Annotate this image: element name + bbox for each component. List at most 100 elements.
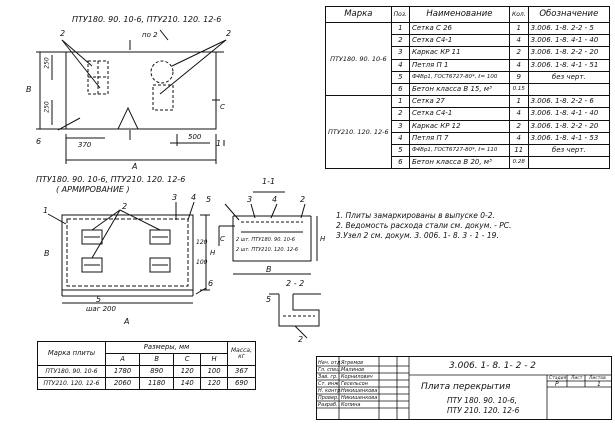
tb-sheets-label: Листов [589,376,606,381]
notes: 1. Плиты замаркированы в выпуске 0-2. 2.… [336,211,511,241]
spec-row: ПТУ210. 120. 12-6 1 Сетка 27 1 3.006. 1-… [325,95,611,170]
spec-header-name: Наименование [408,6,510,23]
section-11-note-2: 2 шт. ПТУ210. 120. 12-6 [236,247,299,253]
spec-cell: 4 [508,107,529,121]
spec-cell: 0.15 [508,82,529,97]
spec-row: 2 Сетка С4-1 4 3.006. 1-8. 4-1 - 40 [326,107,611,121]
tb-name-1: Ягремов [341,360,364,366]
tb-document-code: 3.006. 1- 8. 1- 2 - 2 [449,361,537,371]
reinf-callout-4: 4 [191,193,197,202]
tb-mark-2: ПТУ 210. 120. 12-6 [447,406,520,415]
section-22-title: 2 - 2 [286,279,305,288]
section-22-callout-5: 5 [266,295,272,304]
plan-dim-c: С [220,103,225,111]
tb-role-3: Зав. гр. [318,374,338,380]
plan-callout-2b: 2 [226,29,232,38]
plan-dim-a: А [132,162,138,171]
plan-dim-250-bottom: 250 [43,101,51,113]
plan-callout-6: 6 [36,137,42,146]
dims-header-mark: Марка плиты [37,341,106,366]
section-11-callout-4: 4 [272,195,278,204]
spec-cell: без черт. [527,70,611,84]
spec-cell: Бетон класса В 15, м³ [408,82,510,97]
dims-cell: 890 [139,365,175,378]
spec-group-mark: ПТУ210. 120. 12-6 [325,95,392,170]
dimensions-table: Марка плиты Размеры, мм Масса, кг А В С … [37,341,256,390]
spec-header-pos: Поз. [390,6,410,23]
spec-cell: Сетка С 26 [408,21,510,36]
note-2: 2. Ведомость расхода стали см. докум. - … [336,221,512,230]
tb-role-5: Н. контр. [318,388,342,394]
spec-cell: 3.006. 1-8. 4-1 - 51 [527,58,611,72]
tb-sheet-label: Лист [571,376,583,381]
spec-cell: Бетон класса В 20, м³ [408,156,510,170]
plan-callout-1: 1 [216,139,222,148]
dims-col-c: С [173,353,202,366]
specification-table: Марка Поз. Наименование Кол. Обозначение… [325,6,611,170]
reinf-step-value: шаг 200 [86,305,116,313]
section-11-dim-h: Н [320,235,326,243]
spec-cell: Петля П 7 [408,131,510,145]
plan-dim-370: 370 [78,141,92,149]
spec-cell: 2 [390,34,410,48]
tb-role-6: Провер. [318,395,339,401]
spec-cell: 11 [508,143,529,158]
spec-cell: Ф4Вр1, ГОСТ6727-80*, ℓ= 100 [408,70,510,84]
dims-header-dims: Размеры, мм [105,341,228,354]
spec-cell: 3.006. 1-8. 4-1 - 40 [527,34,611,48]
dims-cell: 120 [173,365,202,378]
spec-cell: Петля П 1 [408,58,510,72]
tb-role-7: Разраб. [318,402,338,408]
dims-cell: 2060 [104,377,141,390]
spec-cell: Каркас КР 11 [408,46,510,60]
dims-row: ПТУ180. 90. 10-6 1780 890 120 100 367 [37,365,256,378]
spec-row: 4 Петля П 7 4 3.006. 1-8. 4-1 - 53 [326,131,611,145]
section-11-drawing [218,191,318,275]
reinforcement-drawing [47,201,210,304]
spec-header-qty: Кол. [508,6,529,23]
dims-cell: 367 [227,365,256,378]
dims-cell: 1780 [104,365,141,378]
tb-name-4: Гесельсон [341,381,368,387]
dims-header-mass: Масса, кг [227,341,256,366]
dims-cell: 120 [200,377,228,390]
dims-cell: ПТУ180. 90. 10-6 [37,365,106,378]
reinf-dim-120: 120 [196,239,208,246]
spec-cell: Сетка С4-1 [408,107,510,121]
spec-header-designation: Обозначение [527,6,611,23]
dims-row: ПТУ210. 120. 12-6 2060 1180 140 120 690 [37,377,256,390]
dims-cell: 1180 [139,377,175,390]
section-22-drawing [269,293,321,339]
reinf-callout-3: 3 [172,193,178,202]
dims-cell: 140 [173,377,202,390]
tb-stage-label: Стадия [549,376,567,381]
dims-col-b: В [139,353,175,366]
tb-role-1: Нач. отд. [318,360,342,366]
reinf-dim-a: А [124,317,130,326]
tb-role-4: Ст. инж. [318,381,341,387]
spec-cell: 4 [508,131,529,145]
spec-cell: 3.006. 1-8. 4-1 - 40 [527,107,611,121]
section-11-callout-2: 2 [300,195,306,204]
tb-name-6: Никишенкова [341,395,378,401]
section-11-callout-3: 3 [247,195,253,204]
spec-cell: Ф4Вр1, ГОСТ6727-80*, ℓ= 110 [408,143,510,158]
reinf-callout-2: 2 [122,202,128,211]
spec-cell: 1 [508,95,529,109]
note-1: 1. Плиты замаркированы в выпуске 0-2. [336,211,495,220]
spec-cell: Каркас КР 12 [408,119,510,133]
plan-callout-2a: 2 [60,29,66,38]
tb-role-2: Гл. спец. [318,367,342,373]
tb-name-5: Никишенкова [341,388,378,394]
spec-cell: 1 [390,21,410,36]
spec-cell: 1 [508,21,529,36]
dims-cell: 100 [200,365,228,378]
reinf-dim-100: 100 [196,259,208,266]
spec-cell: 6 [390,156,410,170]
spec-row: 2 Сетка С4-1 4 3.006. 1-8. 4-1 - 40 [326,34,611,48]
tb-name-7: Копина [341,402,361,408]
spec-cell: 3.006. 1-8. 4-1 - 53 [527,131,611,145]
spec-cell: 2 [508,119,529,133]
reinf-callout-1: 1 [43,206,49,215]
